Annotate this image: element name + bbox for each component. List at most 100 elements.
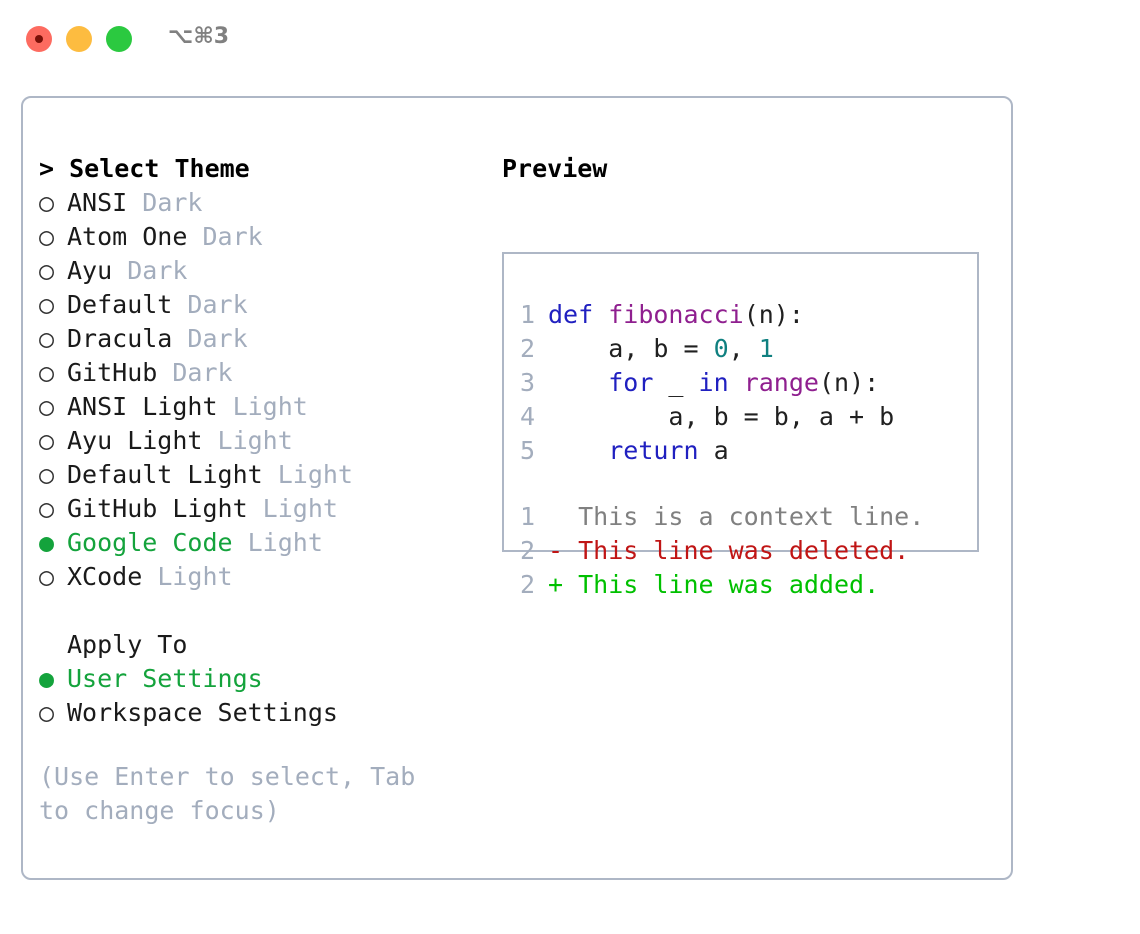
radio-unselected-icon[interactable]: ○ — [39, 494, 55, 523]
code-line-number: 2 — [520, 334, 536, 363]
theme-list-item[interactable]: ○ Default Dark — [39, 288, 479, 322]
apply-to-option-label: User Settings — [67, 664, 263, 693]
code-token — [548, 368, 608, 397]
theme-list-item[interactable]: ○Dracula Dark — [39, 322, 479, 356]
radio-unselected-icon[interactable]: ○ — [39, 188, 55, 217]
theme-name: GitHub — [67, 358, 173, 387]
code-line-number: 1 — [520, 300, 536, 329]
theme-list-item[interactable]: ○Atom One Dark — [39, 220, 479, 254]
diff-line-text: This is a context line. — [548, 502, 925, 531]
code-token: (n): — [743, 300, 804, 329]
radio-unselected-icon[interactable]: ○ — [39, 256, 55, 285]
code-token: def — [548, 300, 609, 329]
code-token: a, b = b, a + b — [548, 402, 895, 431]
code-token: for — [608, 368, 654, 397]
spacer — [39, 594, 479, 628]
theme-list[interactable]: ○ANSI Dark○Atom One Dark○Ayu Dark○Defaul… — [39, 186, 479, 594]
apply-to-list-item[interactable]: ● User Settings — [39, 662, 479, 696]
radio-unselected-icon[interactable]: ○ — [39, 562, 55, 591]
code-line: 2 a, b = 0, 1 — [520, 332, 894, 366]
apply-to-option-label: Workspace Settings — [67, 698, 338, 727]
code-line: 1 def fibonacci(n): — [520, 298, 894, 332]
radio-unselected-icon[interactable]: ○ — [39, 324, 55, 353]
radio-unselected-icon[interactable]: ○ — [39, 222, 55, 251]
theme-list-item[interactable]: ○Ayu Dark — [39, 254, 479, 288]
apply-to-header-gutter — [39, 628, 67, 662]
radio-unselected-icon[interactable]: ○ — [39, 290, 55, 319]
theme-list-item[interactable]: ○ANSI Dark — [39, 186, 479, 220]
code-line: 3 for _ in range(n): — [520, 366, 894, 400]
theme-variant-badge: Dark — [172, 358, 233, 387]
theme-list-item[interactable]: ● Google Code Light — [39, 526, 479, 560]
diff-line-number: 2 — [520, 570, 536, 599]
code-line-number: 3 — [520, 368, 536, 397]
code-token: , — [728, 334, 759, 363]
close-icon — [35, 35, 43, 43]
code-token: fibonacci — [608, 300, 744, 329]
theme-list-item[interactable]: ○Ayu Light Light — [39, 424, 479, 458]
diff-line: 1 This is a context line. — [520, 500, 924, 534]
theme-name: XCode — [67, 562, 158, 591]
radio-unselected-icon[interactable]: ○ — [39, 392, 55, 421]
radio-selected-icon[interactable]: ● — [39, 664, 55, 693]
code-token: in — [698, 368, 729, 397]
radio-unselected-icon[interactable]: ○ — [39, 460, 55, 489]
theme-name: Atom One — [67, 222, 203, 251]
theme-variant-badge: Light — [247, 528, 323, 557]
theme-name: Default — [67, 290, 188, 319]
main-panel: > Select Theme ○ANSI Dark○Atom One Dark○… — [21, 96, 1013, 880]
title-bar: ⌥⌘3 — [0, 0, 1140, 78]
radio-selected-icon[interactable]: ● — [39, 528, 55, 557]
select-theme-header: > Select Theme — [39, 154, 250, 183]
theme-list-item[interactable]: ○ GitHub Dark — [39, 356, 479, 390]
theme-list-item[interactable]: ○ Default Light Light — [39, 458, 479, 492]
theme-list-item[interactable]: ○XCode Light — [39, 560, 479, 594]
radio-unselected-icon[interactable]: ○ — [39, 698, 55, 727]
theme-variant-badge: Dark — [142, 188, 203, 217]
preview-title: Preview — [502, 154, 608, 183]
diff-line-text: + This line was added. — [548, 570, 880, 599]
keyboard-shortcut-label: ⌥⌘3 — [168, 24, 230, 49]
diff-line: 2 + This line was added. — [520, 568, 924, 602]
code-token: (n): — [818, 368, 880, 397]
radio-unselected-icon[interactable]: ○ — [39, 426, 55, 455]
apply-to-list[interactable]: ● User Settings ○ Workspace Settings — [39, 662, 479, 730]
code-token: 1 — [758, 334, 774, 363]
theme-variant-badge: Dark — [187, 324, 248, 353]
diff-sample: 1 This is a context line.2- This line wa… — [520, 500, 924, 602]
apply-to-list-item[interactable]: ○ Workspace Settings — [39, 696, 479, 730]
code-token — [548, 436, 608, 465]
theme-variant-badge: Light — [277, 460, 353, 489]
code-token: range — [743, 368, 819, 397]
code-token: a, b = — [548, 334, 714, 363]
minimize-window-button[interactable] — [66, 26, 92, 52]
code-line: 5 return a — [520, 434, 894, 468]
diff-line-number: 2 — [520, 536, 536, 565]
diff-line: 2 - This line was deleted. — [520, 534, 924, 568]
code-line-number: 5 — [520, 436, 536, 465]
theme-list-item[interactable]: ○GitHub Light Light — [39, 492, 479, 526]
theme-variant-badge: Light — [262, 494, 338, 523]
code-token — [729, 368, 744, 397]
apply-to-header: Apply To — [39, 628, 479, 662]
theme-name: Google Code — [67, 528, 248, 557]
theme-list-item[interactable]: ○ANSI Light Light — [39, 390, 479, 424]
theme-variant-badge: Light — [217, 426, 293, 455]
theme-selector-column: > Select Theme ○ANSI Dark○Atom One Dark○… — [39, 152, 479, 730]
code-token: a — [698, 436, 729, 465]
theme-name: ANSI Light — [67, 392, 233, 421]
radio-unselected-icon[interactable]: ○ — [39, 358, 55, 387]
diff-line-number: 1 — [520, 502, 536, 531]
theme-name: Default Light — [67, 460, 278, 489]
code-line: 4 a, b = b, a + b — [520, 400, 894, 434]
diff-line-text: - This line was deleted. — [548, 536, 910, 565]
code-token: 0 — [713, 334, 729, 363]
maximize-window-button[interactable] — [106, 26, 132, 52]
theme-variant-badge: Dark — [127, 256, 188, 285]
keyboard-hint-text: (Use Enter to select, Tab to change focu… — [39, 762, 431, 825]
theme-variant-badge: Dark — [187, 290, 248, 319]
